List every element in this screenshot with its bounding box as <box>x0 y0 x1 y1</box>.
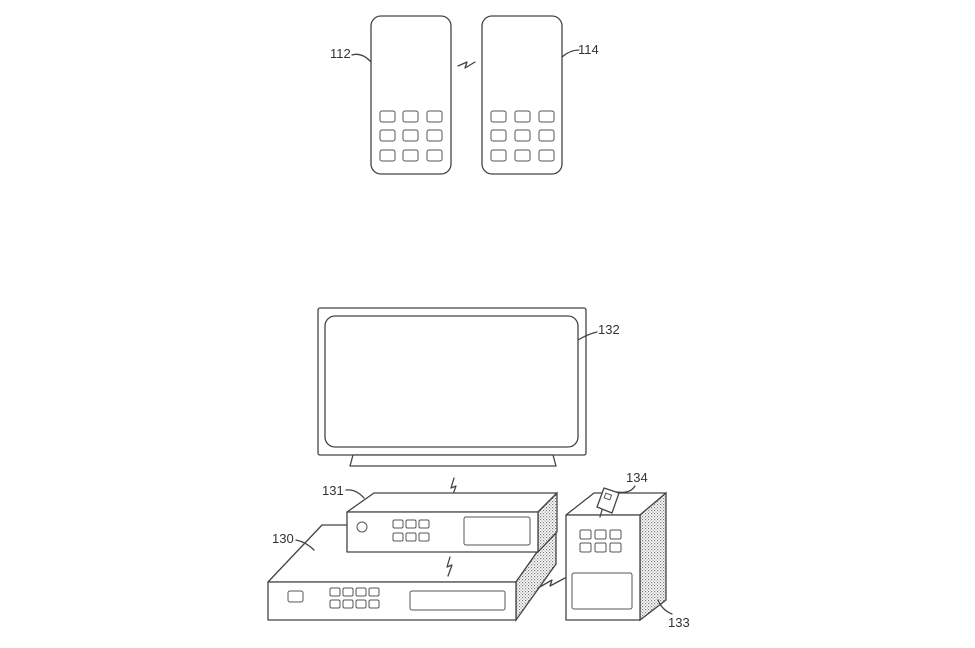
label-134: 134 <box>626 470 648 485</box>
label-131: 131 <box>322 483 344 498</box>
phone-112 <box>370 15 452 175</box>
tower-133-buttons <box>579 529 622 553</box>
label-112: 112 <box>330 46 351 61</box>
device-131 <box>346 491 558 554</box>
device-131-display-window <box>463 516 531 546</box>
wireless-link-phones-icon <box>457 61 476 69</box>
device-131-buttons <box>392 519 430 542</box>
display-stand <box>349 454 557 467</box>
leader-114 <box>561 49 580 58</box>
wireless-link-130-tower-icon <box>537 577 566 589</box>
phone-112-keypad <box>379 110 443 162</box>
leader-133 <box>657 599 673 615</box>
tower-133 <box>565 491 667 622</box>
display-screen <box>324 315 579 448</box>
wireless-link-display-icon <box>450 477 457 498</box>
tower-133-display-window <box>571 572 633 610</box>
device-130-display-window <box>409 590 506 611</box>
device-130-buttons <box>329 587 380 609</box>
label-130: 130 <box>272 531 294 546</box>
phone-114 <box>481 15 563 175</box>
leader-132 <box>577 331 598 341</box>
leader-130 <box>295 539 315 551</box>
label-132: 132 <box>598 322 620 337</box>
leader-131 <box>345 489 365 499</box>
wireless-link-131-130-icon <box>446 556 453 577</box>
dongle-134 <box>596 487 620 518</box>
label-114: 114 <box>578 42 599 57</box>
phone-114-keypad <box>490 110 555 162</box>
device-130-indicator <box>287 590 304 603</box>
leader-134 <box>616 485 636 494</box>
label-133: 133 <box>668 615 690 630</box>
leader-112 <box>351 53 372 63</box>
device-131-power-button <box>356 521 368 533</box>
display-132 <box>317 307 587 467</box>
